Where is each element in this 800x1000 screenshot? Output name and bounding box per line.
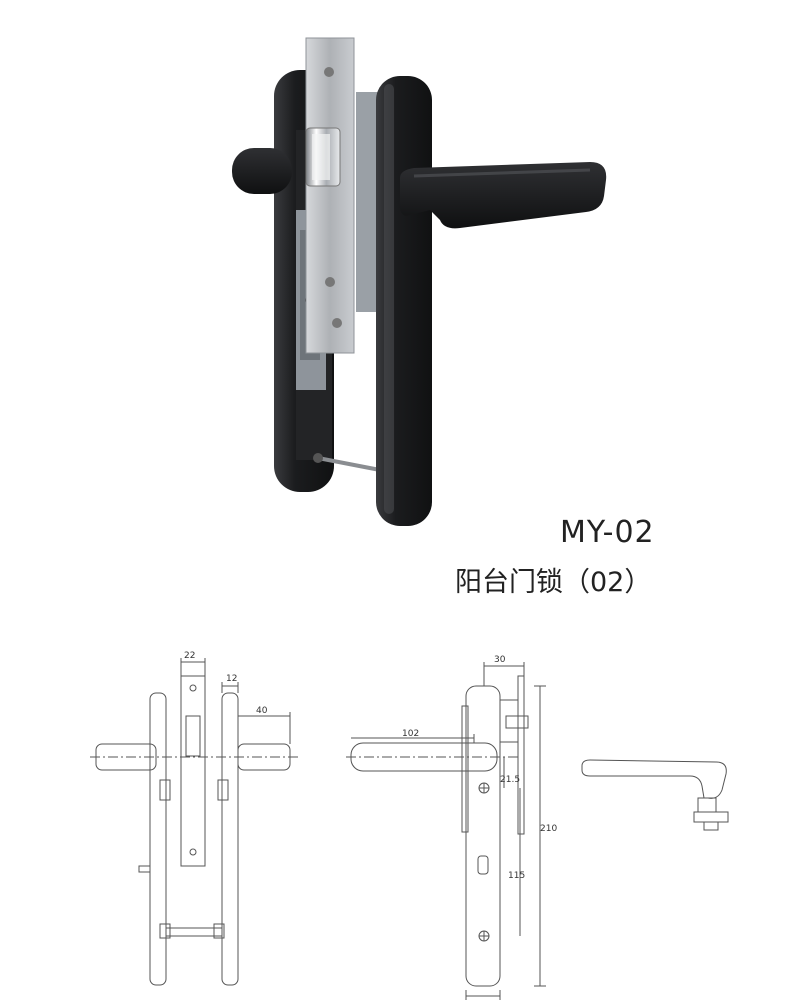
dim-front-stub: 40 (256, 706, 268, 716)
connecting-screw (313, 453, 381, 472)
front-view (90, 658, 300, 986)
faceplate (305, 37, 355, 354)
technical-drawings: 22 12 40 30 102 21.5 210 115 26 (90, 651, 729, 1000)
front-plate (376, 76, 432, 526)
dim-side-height: 210 (540, 824, 557, 834)
front-lever (399, 162, 607, 229)
back-lever (232, 148, 292, 194)
dim-side-spacing: 21.5 (500, 775, 520, 785)
dim-side-depth: 30 (494, 655, 506, 665)
latch-bolt (305, 127, 341, 187)
model-number: MY-02 (560, 515, 655, 550)
dim-side-cylinder: 115 (508, 871, 525, 881)
dim-front-offset: 12 (226, 674, 237, 684)
lever-profile (581, 759, 729, 831)
dim-side-handle: 102 (402, 729, 419, 739)
dim-front-width: 22 (184, 651, 195, 661)
product-photo (232, 37, 607, 526)
product-name: 阳台门锁（02） (455, 567, 652, 598)
side-view (346, 662, 546, 1000)
